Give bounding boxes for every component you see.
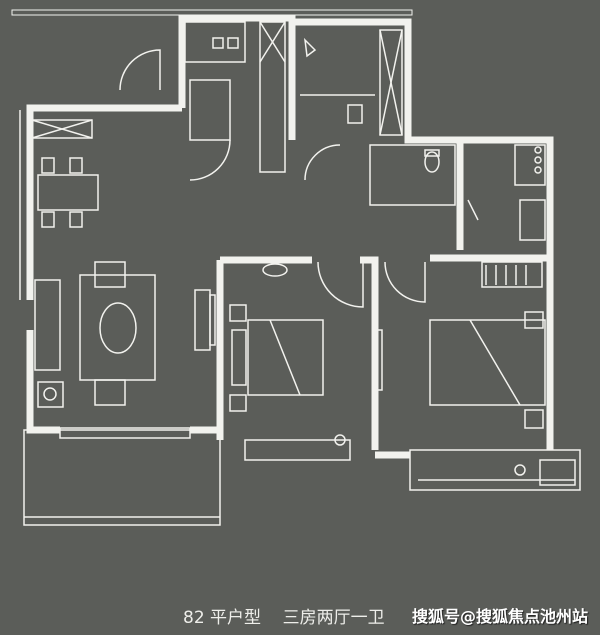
kitchen bbox=[184, 21, 286, 181]
layout-description: 三房两厅一卫 bbox=[282, 608, 385, 628]
bedroom-1 bbox=[229, 261, 364, 446]
unit-type-caption: 82 平户型 三房两厅一卫 bbox=[183, 603, 385, 628]
unit-type: 82 平户型 bbox=[183, 608, 262, 628]
bedroom-2 bbox=[384, 261, 576, 486]
walls bbox=[26, 14, 554, 459]
living-dining bbox=[31, 49, 161, 408]
outlines bbox=[11, 9, 581, 526]
bathroom bbox=[300, 29, 546, 241]
watermark: 搜狐号@搜狐焦点池州站 bbox=[412, 607, 589, 626]
